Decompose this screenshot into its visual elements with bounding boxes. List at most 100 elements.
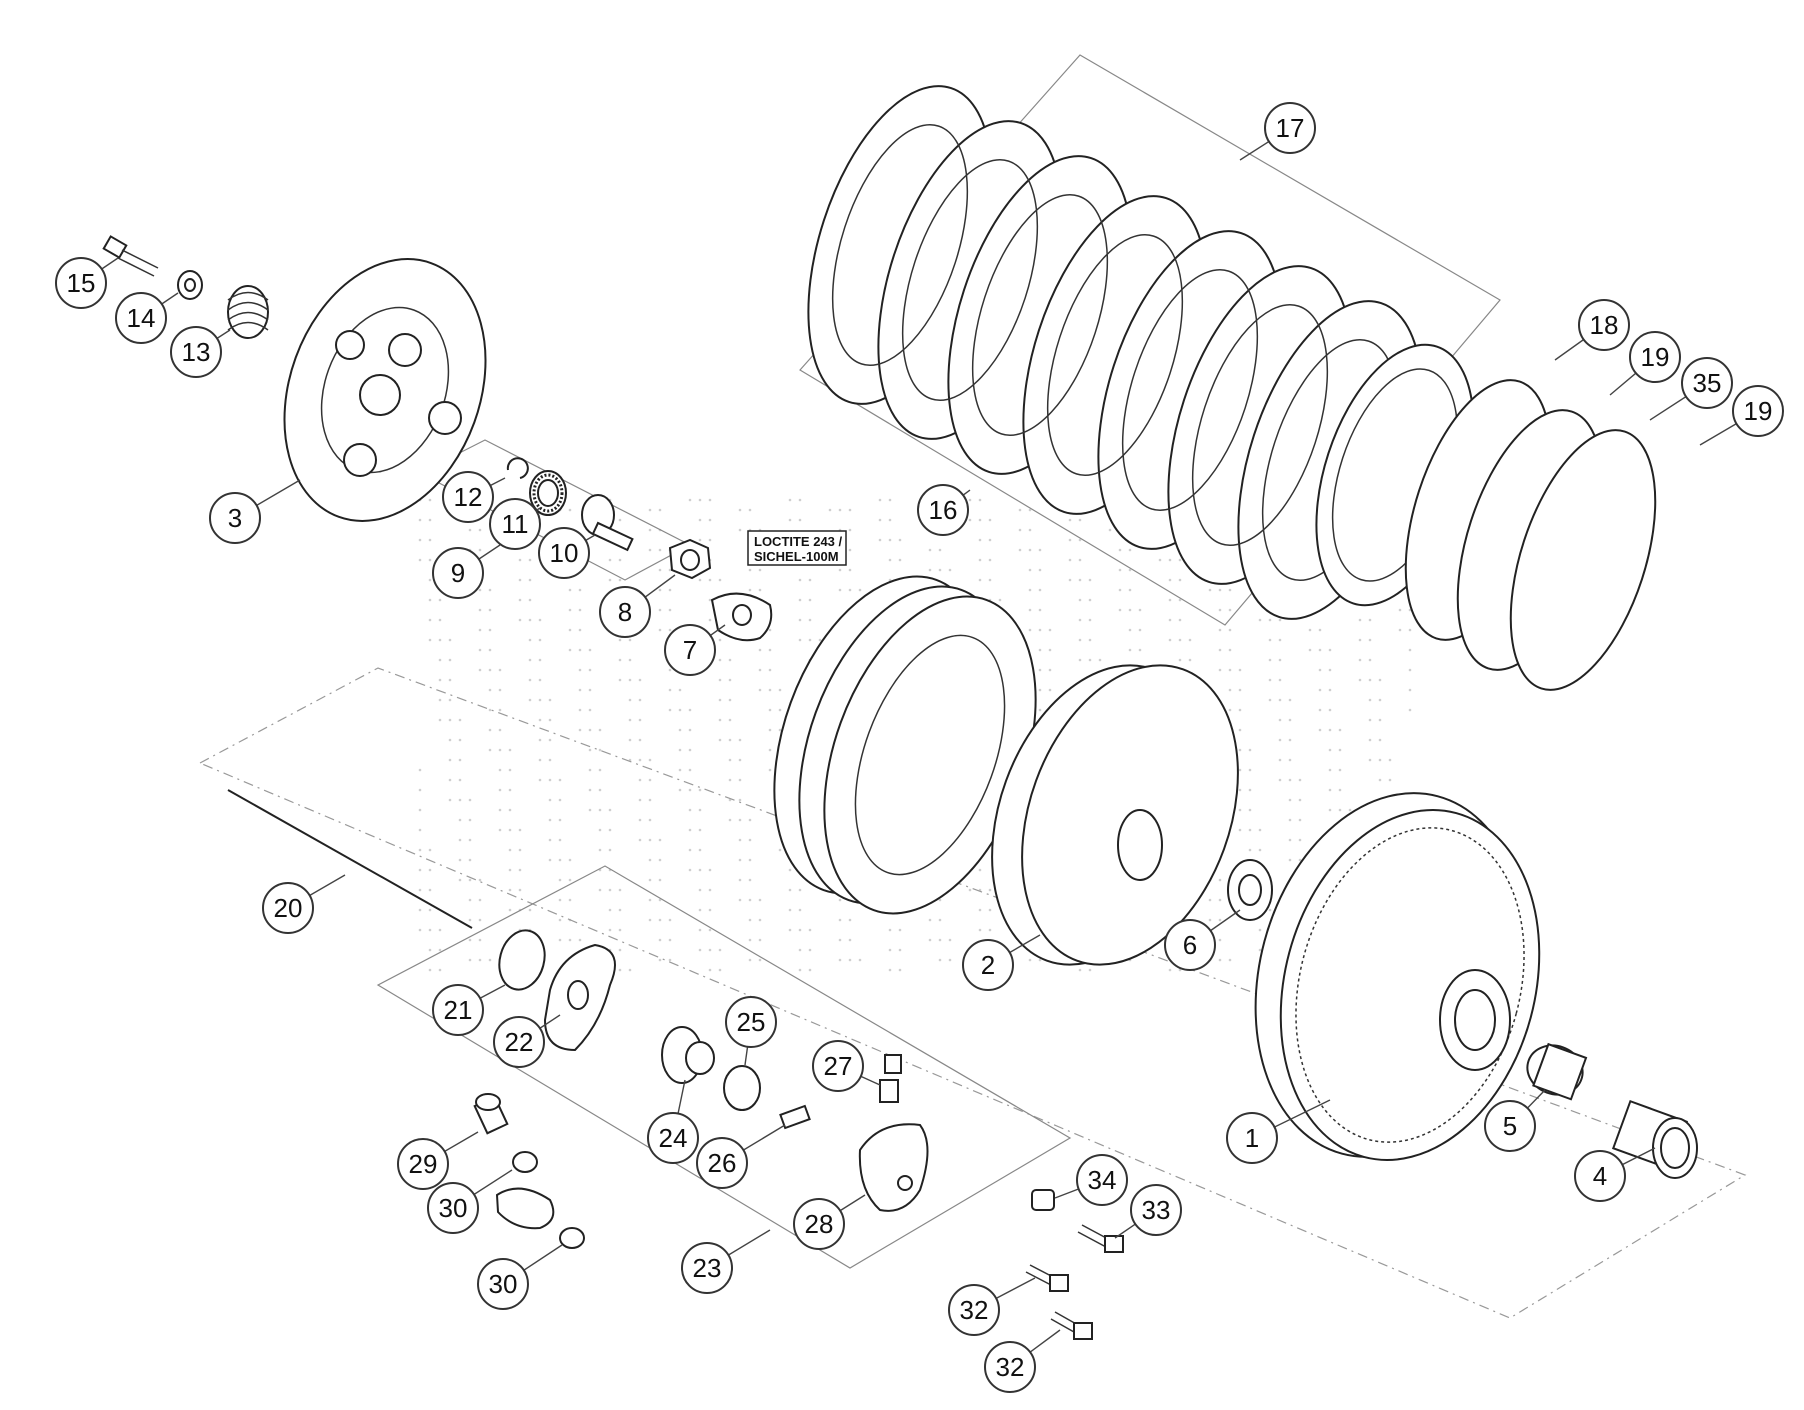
- watermark-dot: [498, 788, 502, 792]
- callout-label: 22: [505, 1027, 534, 1057]
- callout-label: 26: [708, 1148, 737, 1178]
- watermark-dot: [838, 938, 842, 942]
- watermark-dot: [568, 878, 572, 882]
- watermark-dot: [508, 748, 512, 752]
- watermark-dot: [468, 838, 472, 842]
- clutch-basket-part-1: [1254, 792, 1541, 1161]
- callout-c35: 35: [1681, 357, 1733, 409]
- callout-c17: 17: [1264, 102, 1316, 154]
- gasket-part-22: [543, 943, 616, 1052]
- watermark-dot: [778, 848, 782, 852]
- watermark-dot: [1298, 798, 1302, 802]
- watermark-dot: [748, 508, 752, 512]
- watermark-dot: [1238, 828, 1242, 832]
- watermark-dot: [598, 888, 602, 892]
- watermark-dot: [618, 678, 622, 682]
- callout-label: 15: [67, 268, 96, 298]
- watermark-dot: [638, 818, 642, 822]
- watermark-dot: [528, 698, 532, 702]
- watermark-dot: [478, 958, 482, 962]
- watermark-dot: [888, 968, 892, 972]
- watermark-dot: [848, 508, 852, 512]
- watermark-dot: [948, 958, 952, 962]
- watermark-dot: [888, 498, 892, 502]
- watermark-dot: [1138, 608, 1142, 612]
- watermark-dot: [858, 588, 862, 592]
- watermark-dot: [438, 968, 442, 972]
- watermark-dot: [588, 748, 592, 752]
- callout-label: 7: [683, 635, 697, 665]
- watermark-dot: [718, 698, 722, 702]
- watermark-dot: [928, 548, 932, 552]
- bolt-part-33: [1077, 1224, 1124, 1253]
- watermark-dot: [448, 698, 452, 702]
- watermark-dot: [588, 688, 592, 692]
- watermark-dot: [978, 868, 982, 872]
- callout-c14: 14: [115, 292, 167, 344]
- callout-circle: [55, 257, 107, 309]
- watermark-dot: [658, 958, 662, 962]
- watermark-dot: [438, 638, 442, 642]
- watermark-dot: [438, 718, 442, 722]
- callout-circle: [962, 939, 1014, 991]
- watermark-dot: [628, 718, 632, 722]
- watermark-dot: [1028, 958, 1032, 962]
- watermark-dot: [808, 598, 812, 602]
- watermark-dot: [558, 938, 562, 942]
- watermark-dot: [1188, 658, 1192, 662]
- watermark-dot: [838, 508, 842, 512]
- callout-c27: 27: [812, 1040, 864, 1092]
- callout-label: 24: [659, 1123, 688, 1153]
- watermark-dot: [618, 658, 622, 662]
- watermark-dot: [478, 608, 482, 612]
- watermark-dot: [1118, 568, 1122, 572]
- watermark-dot: [718, 948, 722, 952]
- watermark-dot: [758, 648, 762, 652]
- watermark-dot: [1408, 708, 1412, 712]
- watermark-dot: [558, 858, 562, 862]
- watermark-dot: [1288, 798, 1292, 802]
- spring-part-13: [227, 285, 269, 339]
- callout-circle: [647, 1112, 699, 1164]
- watermark-dot: [508, 888, 512, 892]
- watermark-dot: [548, 698, 552, 702]
- watermark-dot: [1038, 608, 1042, 612]
- watermark-dot: [488, 748, 492, 752]
- watermark-dot: [598, 768, 602, 772]
- watermark-dot: [688, 868, 692, 872]
- watermark-dot: [1178, 968, 1182, 972]
- watermark-dot: [668, 608, 672, 612]
- watermark-dot: [458, 838, 462, 842]
- watermark-dot: [488, 628, 492, 632]
- callout-label: 33: [1142, 1195, 1171, 1225]
- watermark-dot: [748, 938, 752, 942]
- clutch-pack-assembly: [773, 575, 1037, 915]
- watermark-dot: [488, 588, 492, 592]
- watermark-dot: [518, 618, 522, 622]
- watermark-dot: [648, 778, 652, 782]
- watermark-dot: [978, 908, 982, 912]
- callout-label: 30: [489, 1269, 518, 1299]
- watermark-dot: [698, 868, 702, 872]
- watermark-dot: [658, 838, 662, 842]
- watermark-dot: [1238, 808, 1242, 812]
- watermark-dot: [748, 838, 752, 842]
- watermark-dot: [718, 738, 722, 742]
- watermark-dot: [1018, 528, 1022, 532]
- watermark-dot: [738, 738, 742, 742]
- watermark-dot: [1258, 848, 1262, 852]
- washer-part-30a: [512, 1151, 538, 1173]
- watermark-dot: [938, 918, 942, 922]
- watermark-dot: [608, 808, 612, 812]
- watermark-dot: [1328, 688, 1332, 692]
- watermark-dot: [1038, 958, 1042, 962]
- callout-circle: [1681, 357, 1733, 409]
- watermark-dot: [558, 798, 562, 802]
- o-ring-part-21: [498, 929, 546, 991]
- callout-label: 30: [439, 1193, 468, 1223]
- callout-circle: [1226, 1112, 1278, 1164]
- callout-c3: 3: [209, 492, 261, 544]
- watermark-dot: [1268, 658, 1272, 662]
- watermark-dot: [1128, 588, 1132, 592]
